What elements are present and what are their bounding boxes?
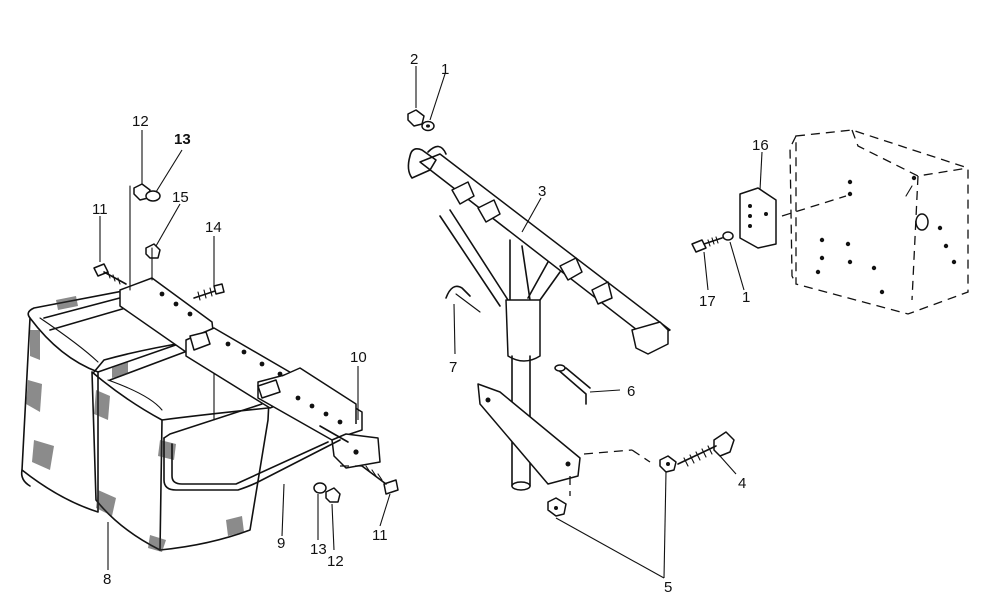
callout-11-left: 11 xyxy=(92,201,108,218)
callout-5: 5 xyxy=(664,579,672,592)
callout-labels: 2 1 3 6 7 4 5 11 12 13 15 14 10 11 9 8 1… xyxy=(92,51,769,592)
top-fasteners xyxy=(407,109,435,132)
callout-16: 16 xyxy=(752,137,769,154)
callout-3: 3 xyxy=(538,183,546,200)
callout-9: 9 xyxy=(277,535,285,552)
callout-2: 2 xyxy=(410,51,418,68)
callout-14: 14 xyxy=(205,219,222,236)
mount-bolt-set xyxy=(547,431,735,517)
bag-handle xyxy=(163,403,349,491)
tractor-side-panel xyxy=(691,129,969,315)
callout-leaders xyxy=(99,66,763,579)
callout-12-bottom: 12 xyxy=(327,553,344,570)
callout-17: 17 xyxy=(699,293,716,310)
bag-frame xyxy=(119,277,381,469)
callout-15: 15 xyxy=(172,189,189,206)
callout-6: 6 xyxy=(627,383,635,400)
mounting-frame xyxy=(407,145,671,491)
callout-7: 7 xyxy=(449,359,457,376)
callout-13-top: 13 xyxy=(174,131,191,148)
callout-11-bottom: 11 xyxy=(372,527,388,544)
callout-8: 8 xyxy=(103,571,111,588)
callout-10: 10 xyxy=(350,349,367,366)
callout-1-right: 1 xyxy=(742,289,750,306)
callout-12-top: 12 xyxy=(132,113,149,130)
callout-4: 4 xyxy=(738,475,746,492)
callout-1-top: 1 xyxy=(441,61,449,78)
callout-13-bottom: 13 xyxy=(310,541,327,558)
grass-bag xyxy=(20,288,271,552)
